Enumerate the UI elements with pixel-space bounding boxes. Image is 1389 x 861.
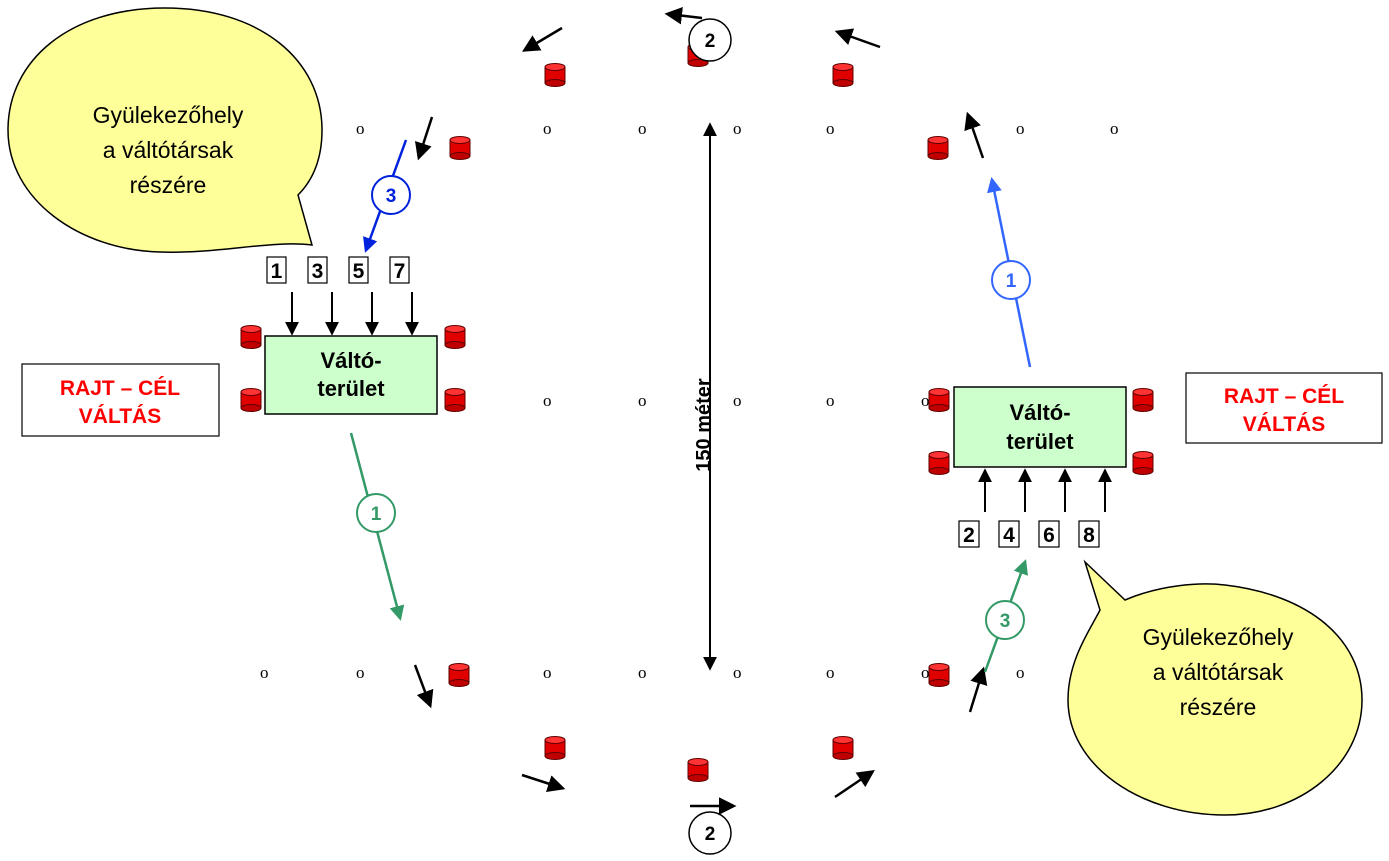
track-marker: o <box>826 663 835 682</box>
track-marker: o <box>733 663 742 682</box>
track-marker: o <box>1016 663 1025 682</box>
cone <box>449 136 471 160</box>
start-finish-right-line2: VÁLTÁS <box>1243 413 1325 436</box>
start-finish-left-line2: VÁLTÁS <box>79 405 161 428</box>
track-marker: o <box>826 119 835 138</box>
runner-number: 1 <box>271 260 283 283</box>
runner-number: 3 <box>312 260 324 283</box>
zone-right-line1: Váltó- <box>1009 400 1070 425</box>
step-number: 3 <box>1000 611 1011 632</box>
arrow <box>834 28 881 49</box>
turn-marker-top: 2 <box>688 18 732 62</box>
cone <box>1132 388 1154 412</box>
runner-number: 5 <box>353 260 365 283</box>
track-marker: o <box>826 391 835 410</box>
bubble-left-line1: Gyülekezőhely <box>93 102 244 128</box>
cone <box>1132 451 1154 475</box>
route-leg-back-right: 3 <box>983 559 1028 673</box>
runner-numbers-left: 1 3 5 7 <box>266 256 410 284</box>
track-marker: o <box>638 663 647 682</box>
bubble-right-line3: részére <box>1180 694 1257 720</box>
start-finish-right: RAJT – CÉL VÁLTÁS <box>1185 372 1383 444</box>
direction-arrows <box>413 6 988 815</box>
cone <box>928 663 950 687</box>
track-marker: o <box>733 391 742 410</box>
track-marker: o <box>356 663 365 682</box>
arrow <box>521 773 566 792</box>
step-number: 3 <box>386 186 397 207</box>
bubble-right-line1: Gyülekezőhely <box>1143 624 1294 650</box>
bubble-left-line3: részére <box>130 172 207 198</box>
track-marker: o <box>543 663 552 682</box>
start-finish-left-line1: RAJT – CÉL <box>60 377 180 400</box>
zone-right-line2: terület <box>1006 429 1074 454</box>
track-marker: o <box>921 663 930 682</box>
track-marker: o <box>543 119 552 138</box>
meeting-point-bubble-left: Gyülekezőhely a váltótársak részére <box>7 7 323 253</box>
route-leg-out-left: 1 <box>349 432 405 621</box>
turn-number: 2 <box>705 824 716 845</box>
exchange-zone-right: Váltó- terület <box>953 386 1127 468</box>
bubble-right-line2: a váltótársak <box>1153 659 1284 685</box>
cone <box>444 388 466 412</box>
track-marker: o <box>260 663 269 682</box>
turn-marker-bottom: 2 <box>688 811 732 855</box>
cone <box>544 63 566 87</box>
arrow <box>664 6 703 25</box>
start-finish-right-line1: RAJT – CÉL <box>1224 385 1344 408</box>
cone <box>240 388 262 412</box>
route-leg-back-left: 3 <box>363 139 411 253</box>
meeting-point-bubble-right: Gyülekezőhely a váltótársak részére <box>1067 559 1363 816</box>
arrow <box>964 111 985 159</box>
track-marker: o <box>921 391 930 410</box>
arrow <box>521 26 563 52</box>
track-marker: o <box>733 119 742 138</box>
runner-number: 4 <box>1003 524 1015 547</box>
cone <box>928 388 950 412</box>
cone <box>832 736 854 760</box>
bubble-left-line2: a váltótársak <box>103 137 234 163</box>
cone <box>687 758 709 782</box>
track-marker: o <box>356 119 365 138</box>
arrow <box>834 770 875 799</box>
cone <box>448 663 470 687</box>
entry-arrows-left <box>285 292 419 336</box>
entry-arrows-right <box>978 468 1112 512</box>
cone <box>832 63 854 87</box>
cone <box>927 136 949 160</box>
distance-indicator: 150 méter <box>693 122 717 671</box>
zone-left-line2: terület <box>317 376 385 401</box>
cone <box>444 325 466 349</box>
track-marker: o <box>638 391 647 410</box>
track-marker: o <box>1016 119 1025 138</box>
arrow <box>415 116 434 161</box>
start-finish-left: RAJT – CÉL VÁLTÁS <box>21 363 220 437</box>
runner-number: 2 <box>963 524 975 547</box>
cone <box>544 736 566 760</box>
route-leg-out-right: 1 <box>987 177 1032 368</box>
arrow <box>968 666 988 713</box>
distance-label: 150 méter <box>693 378 715 472</box>
track-marker: o <box>543 391 552 410</box>
exchange-zone-left: Váltó- terület <box>264 335 438 415</box>
runner-number: 6 <box>1043 524 1055 547</box>
step-number: 1 <box>1006 271 1017 292</box>
runner-number: 7 <box>394 260 406 283</box>
track-markers: o o o o o o o o o o o o o o o o o o o o <box>260 119 1119 682</box>
zone-left-line1: Váltó- <box>320 348 381 373</box>
cone <box>928 451 950 475</box>
runner-number: 8 <box>1083 524 1095 547</box>
arrow <box>413 664 434 709</box>
track-marker: o <box>638 119 647 138</box>
track-marker: o <box>1110 119 1119 138</box>
cone <box>240 325 262 349</box>
runner-numbers-right: 2 4 6 8 <box>958 520 1100 548</box>
turn-number: 2 <box>705 31 716 52</box>
step-number: 1 <box>371 504 382 525</box>
